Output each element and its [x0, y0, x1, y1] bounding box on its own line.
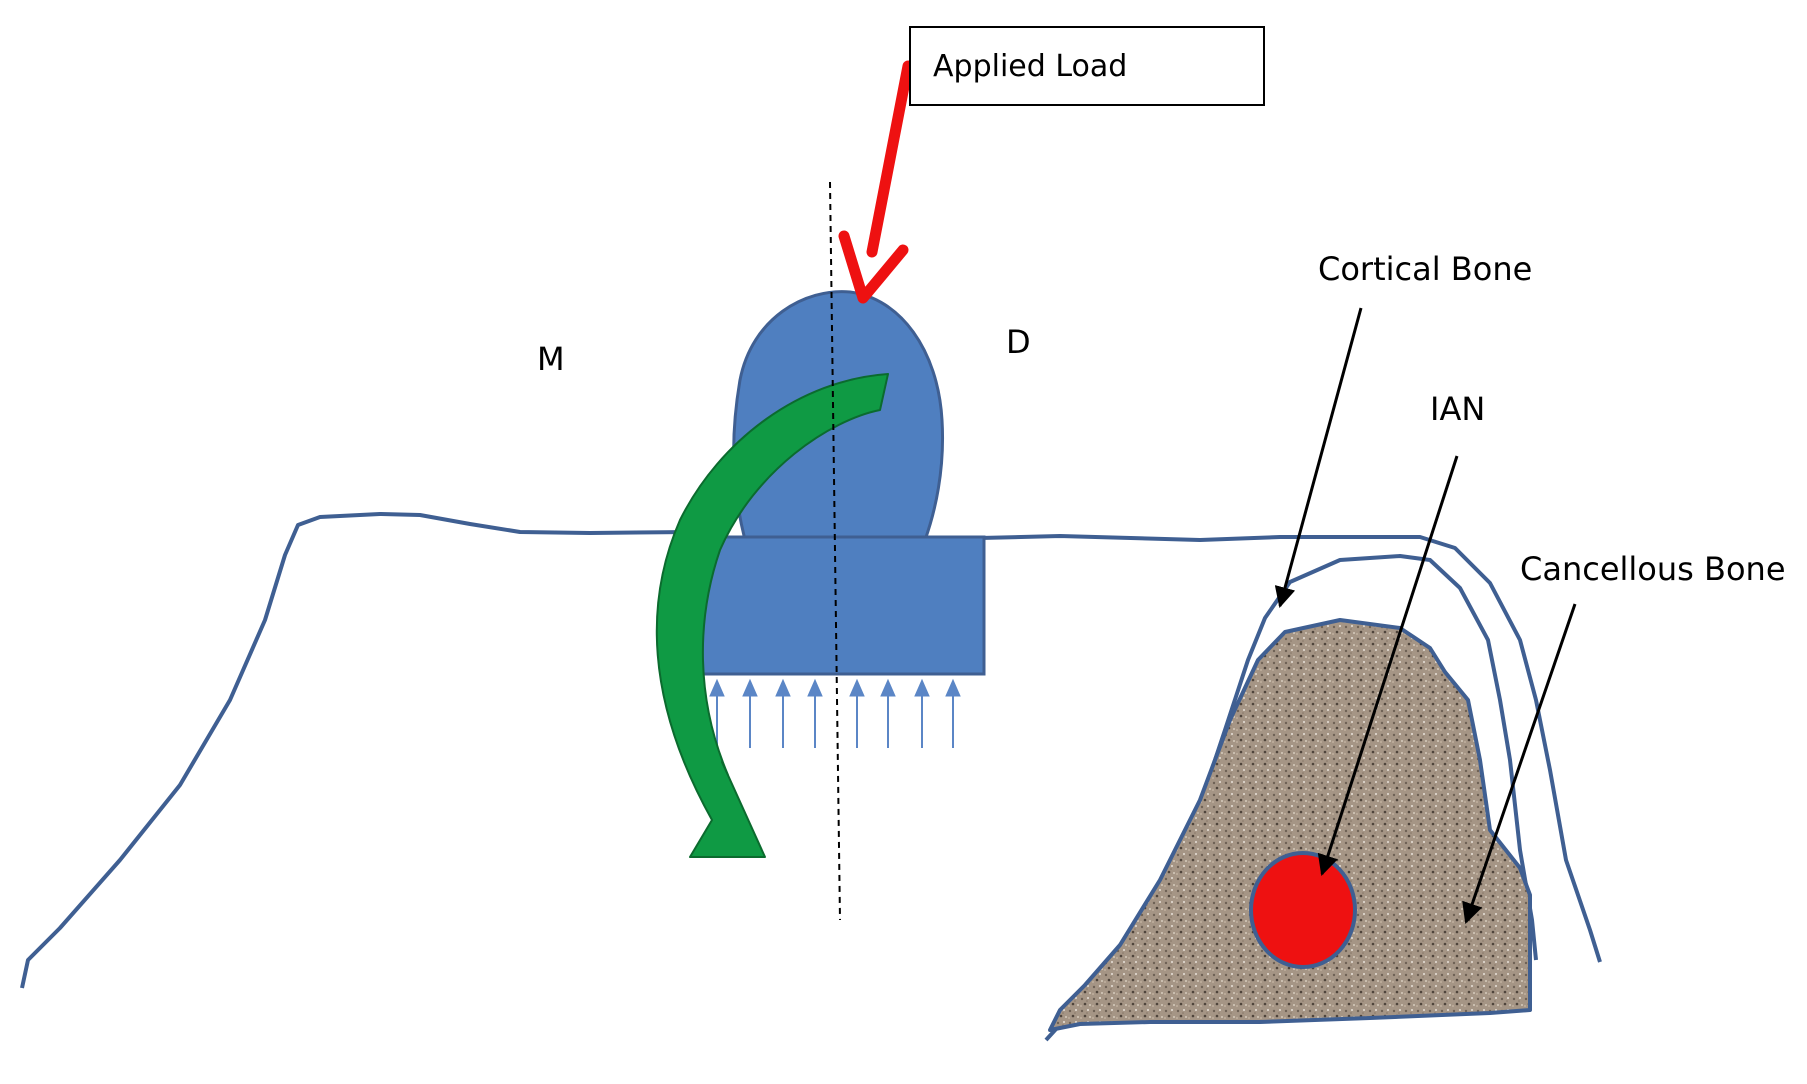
up-arrow-icon — [849, 678, 865, 748]
bone-outline-left — [20, 512, 693, 989]
bone-outline-right — [979, 534, 1602, 963]
up-arrow-icon — [880, 678, 896, 748]
cancellous-bone-region — [1048, 618, 1532, 1032]
applied-load-label-box: Applied Load — [909, 26, 1265, 106]
reaction-arrows — [709, 678, 961, 748]
up-arrow-icon — [807, 678, 823, 748]
up-arrow-icon — [742, 678, 758, 748]
applied-load-label: Applied Load — [933, 48, 1128, 84]
up-arrow-icon — [709, 678, 725, 748]
ian-nerve — [1249, 851, 1357, 969]
cancellous-bone-label: Cancellous Bone — [1520, 550, 1786, 588]
mesial-label: M — [537, 340, 565, 378]
cancellous-pointer-arrow — [1462, 603, 1577, 924]
curved-arrow-icon — [655, 373, 889, 858]
cortical-bone-label: Cortical Bone — [1318, 250, 1533, 288]
distal-label: D — [1006, 323, 1031, 361]
up-arrow-icon — [775, 678, 791, 748]
implant-axis — [829, 181, 841, 921]
down-arrow-icon — [838, 60, 914, 304]
up-arrow-icon — [945, 678, 961, 748]
implant-base — [690, 535, 986, 676]
ian-pointer-arrow — [1317, 455, 1459, 876]
ian-label: IAN — [1430, 390, 1486, 428]
cortical-pointer-arrow — [1274, 307, 1363, 609]
up-arrow-icon — [914, 678, 930, 748]
